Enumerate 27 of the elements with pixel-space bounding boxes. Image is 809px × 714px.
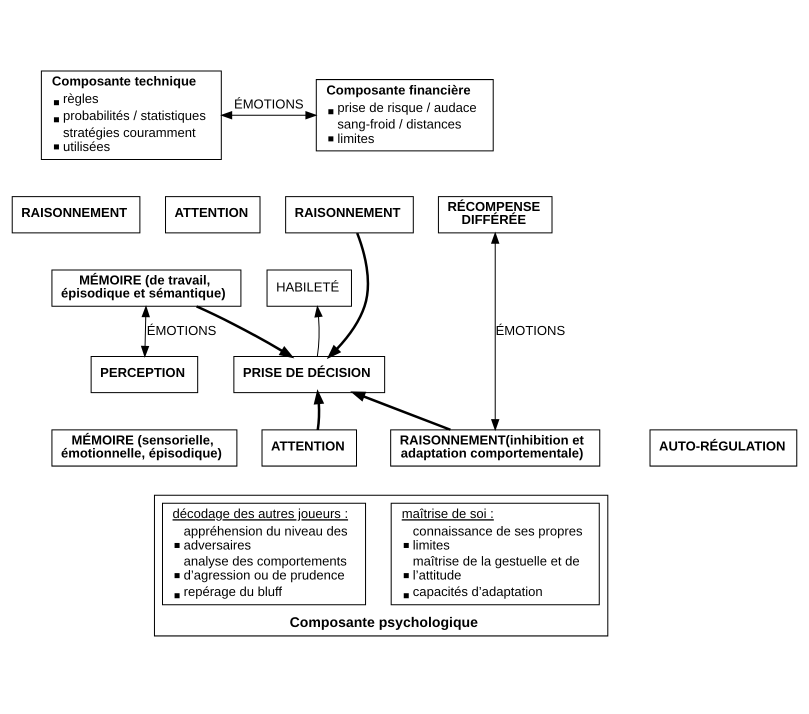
- node-box: décodage des autres joueurs : appréhension du niveau des adversaires analyse des comportements d’agression ou de prudence repérage du bluff: [162, 502, 366, 605]
- arrow: [314, 304, 323, 356]
- node-box: MÉMOIRE (de travail, épisodique et sémantique): [51, 269, 242, 306]
- node-box: HABILETÉ: [266, 269, 352, 306]
- node-box: PRISE DE DÉCISION: [233, 356, 386, 393]
- node-box: RAISONNEMENT(inhibition et adaptation comportementale): [390, 428, 600, 466]
- arrow: [314, 388, 324, 430]
- arrow: [326, 232, 370, 359]
- edge-label: ÉMOTIONS: [146, 322, 216, 338]
- edge-label: ÉMOTIONS: [496, 322, 566, 338]
- arrow: [220, 110, 318, 119]
- node-box: PERCEPTION: [90, 356, 198, 393]
- node-box: AUTO-RÉGULATION: [650, 428, 798, 466]
- node-box: RAISONNEMENT: [12, 196, 140, 233]
- node-box: ATTENTION: [165, 196, 260, 233]
- node-box: maîtrise de soi : connaissance de ses propres limites maîtrise de la gestuelle et de l’attitude capacités d’adaptation: [390, 502, 600, 605]
- node-box: ATTENTION: [262, 428, 357, 466]
- arrow: [350, 390, 451, 430]
- node-box: Composante technique règles probabilités / statistiques stratégies couramment utilisées: [40, 70, 222, 160]
- node-box: RÉCOMPENSE DIFFÉRÉE: [438, 196, 553, 233]
- node-box: Composante financière prise de risque / audace sang-froid / distances limites: [316, 78, 494, 151]
- arrow: [196, 304, 294, 358]
- edge-label: ÉMOTIONS: [234, 96, 304, 112]
- arrow: [140, 304, 150, 358]
- node-box: MÉMOIRE (sensorielle, émotionnelle, épisodique): [51, 428, 238, 466]
- arrow: [491, 231, 500, 431]
- node-box: RAISONNEMENT: [285, 196, 414, 233]
